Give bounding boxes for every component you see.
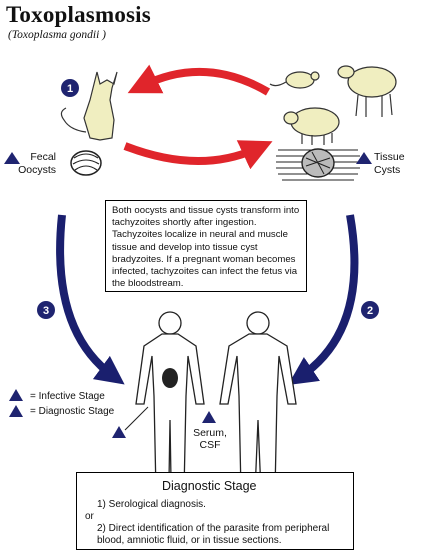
fetus-icon (162, 368, 178, 388)
infective-stage-marker-tissue (356, 152, 372, 164)
stage-two-badge: 2 (361, 301, 379, 319)
diagnostic-item-serology: 1) Serological diagnosis. (97, 499, 206, 510)
page-title: Toxoplasmosis (6, 2, 151, 27)
diagnostic-stage-marker-fetus (112, 406, 149, 438)
svg-text:3: 3 (43, 305, 49, 317)
diagnostic-stage-marker-serum (202, 411, 216, 423)
svg-text:2: 2 (367, 305, 373, 317)
oocyst-icon (70, 150, 102, 176)
serum-line1: Serum, (193, 427, 227, 439)
fecal-label-line2: Oocysts (18, 164, 56, 176)
fecal-label-line1: Fecal (30, 151, 56, 163)
description-box: Both oocysts and tissue cysts transform … (105, 200, 307, 292)
svg-text:1: 1 (67, 83, 73, 95)
serum-csf-label: Serum, CSF (191, 427, 229, 451)
sheep-icon (337, 65, 397, 117)
serum-line2: CSF (199, 439, 221, 451)
arrow-two (288, 214, 359, 386)
fecal-oocysts-label: Fecal Oocysts (14, 151, 56, 177)
diagnostic-box-title: Diagnostic Stage (162, 479, 257, 493)
stage-three-badge: 3 (37, 301, 55, 319)
diagnostic-stage-box: Diagnostic Stage 1) Serological diagnosi… (76, 472, 354, 550)
stage-one-badge: 1 (61, 79, 79, 97)
tissue-cysts-label: Tissue Cysts (374, 151, 422, 177)
tissue-label-line2: Cysts (374, 164, 401, 176)
pig-icon (283, 107, 340, 145)
diagnostic-or: or (85, 511, 94, 522)
diagnostic-item-direct-identification: 2) Direct identification of the parasite… (97, 523, 330, 546)
legend-infective-text: = Infective Stage (30, 391, 105, 402)
tissue-cyst-icon (276, 148, 360, 181)
arrow-three (56, 214, 125, 385)
tissue-label-line1: Tissue (374, 151, 405, 163)
arrow-oocysts-to-hosts (123, 140, 273, 170)
page-subtitle: (Toxoplasma gondii ) (8, 29, 106, 41)
diagnostic-legend-icon (9, 405, 23, 417)
infective-stage-marker-fecal (4, 152, 20, 164)
cat-icon (60, 71, 118, 141)
arrow-hosts-to-cat (127, 64, 271, 96)
legend-diagnostic-text: = Diagnostic Stage (30, 406, 115, 417)
rat-icon (269, 71, 320, 89)
infective-legend-icon (9, 389, 23, 401)
